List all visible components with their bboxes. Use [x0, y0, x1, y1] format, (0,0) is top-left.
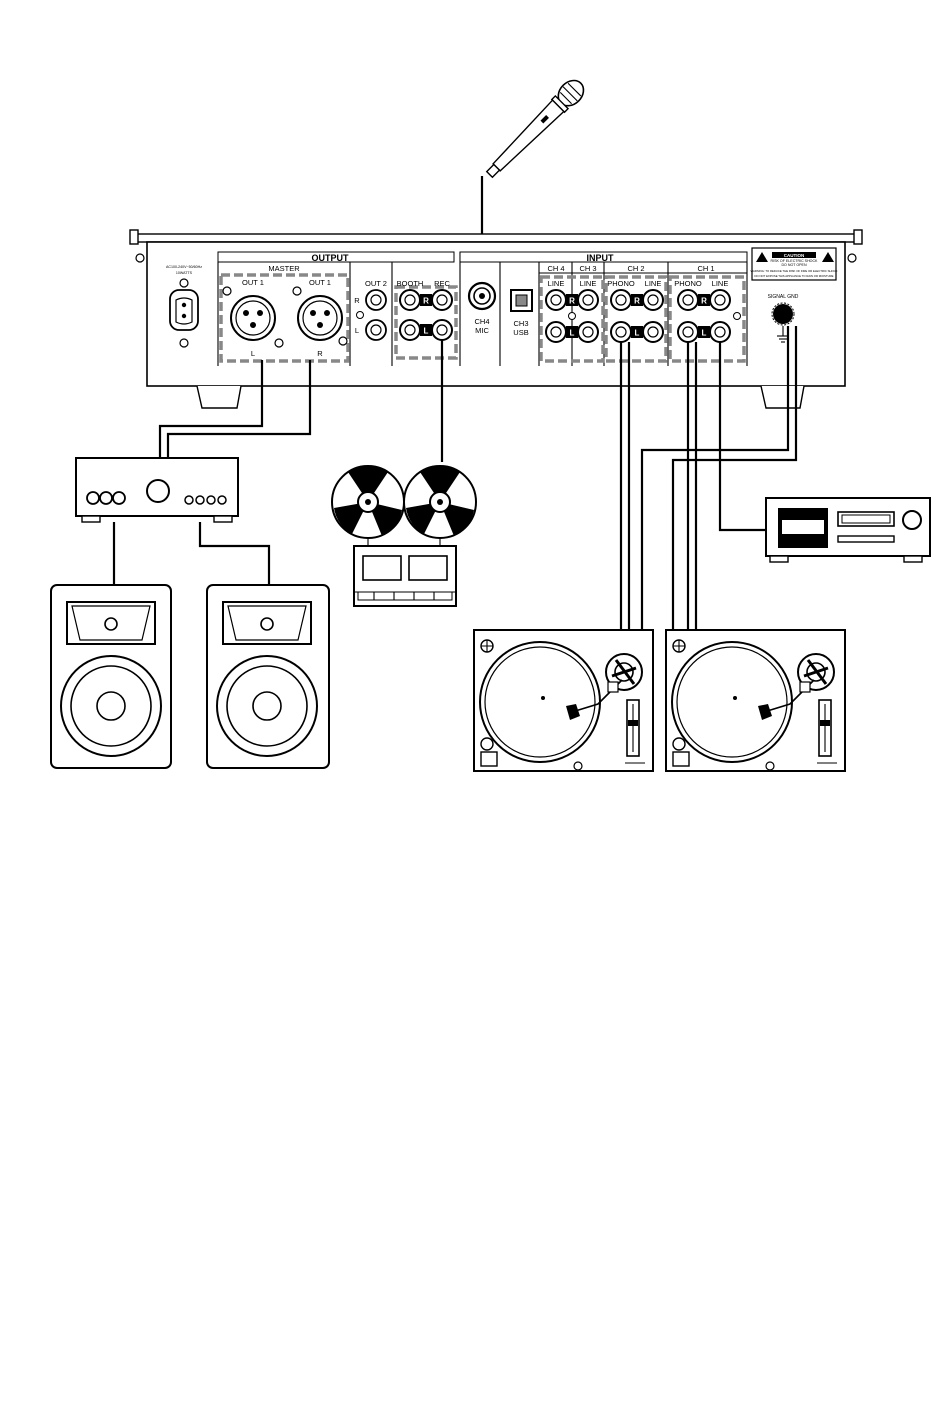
ch4-mic-label-1: CH4: [474, 317, 489, 326]
out1-left-label: OUT 1: [242, 278, 264, 287]
ch34-r-letter: R: [569, 297, 575, 306]
out2-r-letter: R: [354, 296, 360, 305]
master-label: MASTER: [268, 264, 300, 273]
master-out1-right-xlr: OUT 1 R: [292, 278, 348, 358]
cables: [158, 326, 798, 630]
caution-line2: DO NOT OPEN: [781, 263, 806, 267]
ch34-l-letter: L: [570, 329, 575, 338]
ch2-l-letter: L: [635, 329, 640, 338]
master-left-letter: L: [251, 349, 255, 358]
booth-rec-l-letter: L: [424, 327, 429, 336]
power-inlet: [169, 278, 199, 348]
ch1-phono-label: PHONO: [674, 279, 702, 288]
ch3-label: CH 3: [579, 264, 596, 273]
signal-gnd-terminal: SIGNAL GND: [768, 294, 799, 343]
reel-right: [403, 465, 477, 539]
out2-rca-jacks: OUT 2 R L: [354, 279, 387, 341]
ch4-label: CH 4: [547, 264, 564, 273]
ch1-r-letter: R: [701, 297, 707, 306]
signal-gnd-label: SIGNAL GND: [768, 294, 799, 300]
mixer-rear-panel: AC100-240V~50/60Hz 10WATTS OUTPUT MASTER…: [129, 229, 863, 409]
turntable-2: [473, 629, 654, 772]
speaker-left: [50, 584, 172, 769]
master-right-letter: R: [317, 349, 323, 358]
ch3-usb-label-1: CH3: [513, 319, 528, 328]
cd-player: [765, 497, 931, 563]
caution-title: CAUTION: [784, 253, 805, 258]
output-header: OUTPUT: [312, 253, 350, 263]
ch2-line-label: LINE: [645, 279, 662, 288]
power-rating-label: AC100-240V~50/60Hz: [166, 265, 202, 269]
rec-label: REC: [434, 279, 450, 288]
input-header: INPUT: [587, 253, 615, 263]
ch2-phono-label: PHONO: [607, 279, 635, 288]
ch2-rca-jacks: R L: [610, 289, 664, 343]
warning-line1: WARNING: TO REDUCE THE RISK OF FIRE OR E…: [750, 269, 837, 273]
warning-line2: DO NOT EXPOSE THIS APPLIANCE TO RAIN OR …: [754, 274, 833, 278]
ch1-line-label: LINE: [712, 279, 729, 288]
turntable-1: [665, 629, 846, 772]
caution-line1: RISK OF ELECTRIC SHOCK: [771, 259, 819, 263]
booth-label: BOOTH: [397, 279, 424, 288]
booth-rec-r-letter: R: [423, 297, 429, 306]
ch3-line-label: LINE: [580, 279, 597, 288]
microphone: [480, 79, 585, 290]
ch4-mic-label-2: MIC: [475, 326, 489, 335]
power-amplifier: [75, 457, 239, 523]
ch1-rca-jacks: R L: [677, 289, 741, 343]
master-out1-left-xlr: OUT 1 L: [222, 278, 284, 358]
caution-label: CAUTION RISK OF ELECTRIC SHOCK DO NOT OP…: [750, 247, 838, 281]
out2-l-letter: L: [355, 326, 359, 335]
ch4-ch3-line-rca-jacks: R L: [545, 289, 599, 343]
ch3-usb-port: CH3 USB: [510, 289, 533, 337]
reel-to-reel-recorder: [331, 465, 477, 607]
booth-rec-rca-jacks: R L: [399, 289, 453, 341]
power-watts-label: 10WATTS: [176, 271, 193, 275]
ch4-line-label: LINE: [548, 279, 565, 288]
reel-left: [331, 465, 405, 539]
out1-right-label: OUT 1: [309, 278, 331, 287]
ch1-l-letter: L: [702, 329, 707, 338]
out2-label: OUT 2: [365, 279, 387, 288]
speaker-right: [206, 584, 330, 769]
ch2-r-letter: R: [634, 297, 640, 306]
ch2-label: CH 2: [627, 264, 644, 273]
ch3-usb-label-2: USB: [513, 328, 528, 337]
ch1-label: CH 1: [697, 264, 714, 273]
ch4-mic-jack: CH4 MIC: [467, 281, 497, 335]
